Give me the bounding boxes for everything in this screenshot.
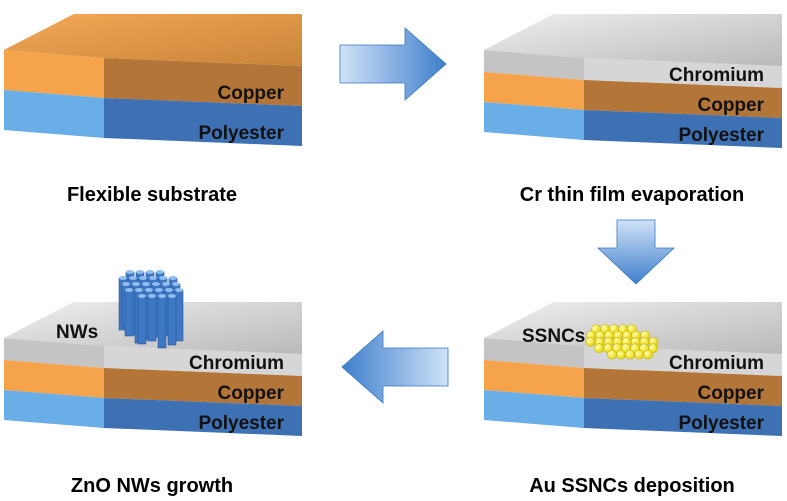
chromium-label: Chromium [189,353,284,374]
polyester-label: Polyester [198,413,284,434]
nanowire-tip [155,288,163,292]
polyester-side-face [4,390,104,428]
polyester-label: Polyester [678,125,764,146]
chromium-front-face [584,58,782,88]
copper-side-face [484,72,584,110]
chromium-label: Chromium [669,65,764,86]
step-caption-flexible-substrate: Flexible substrate [67,184,237,206]
gold-nanoparticle [607,349,617,360]
nanowire [124,289,134,337]
chromium-top-face [484,14,782,66]
polyester-side-face [484,390,584,428]
nanowire-tip [142,282,150,286]
gold-nanoparticle [594,343,604,354]
copper-front-face [584,368,782,406]
nanowire-tip [129,276,137,280]
step-caption-zno-nws-growth: ZnO NWs growth [71,475,233,497]
copper-label: Copper [698,95,765,116]
nanowire-tip [119,276,127,280]
nanowire-tip [135,288,143,292]
polyester-label: Polyester [678,413,764,434]
process-arrows [339,27,676,404]
nanowire [137,295,147,345]
arrow-left [341,330,449,404]
chromium-front-face [104,346,302,376]
gold-nanoparticle [634,349,644,360]
nanowire-tip [168,294,176,298]
nanowire-tip [138,294,146,298]
nanowire-tip [149,276,157,280]
ssncs-label: SSNCs [522,326,585,347]
nanowire-tip [156,270,164,274]
copper-top-face [4,14,302,66]
chromium-side-face [484,338,584,368]
polyester-front-face [104,98,302,146]
nanowire-tip [162,282,170,286]
step-caption-au-ssncs-deposition: Au SSNCs deposition [529,475,735,497]
chromium-side-face [484,50,584,80]
polyester-front-face [584,398,782,436]
chromium-label: Chromium [669,353,764,374]
gold-nanoparticle [625,349,635,360]
polyester-side-face [484,102,584,140]
nanowire-tip [139,276,147,280]
nanowire [167,295,177,346]
nanoparticle-cluster [585,324,659,360]
nanowire-tip [152,282,160,286]
nanowire-tip [125,288,133,292]
polyester-label: Polyester [198,123,284,144]
copper-front-face [104,58,302,106]
step-caption-cr-thin-film-evaporation: Cr thin film evaporation [520,184,744,206]
nanowire-tip [122,282,130,286]
nanowire [147,295,157,342]
copper-side-face [4,50,104,98]
copper-side-face [4,360,104,398]
nanowire-tip [175,288,183,292]
nanowire-tip [145,288,153,292]
copper-front-face [104,368,302,406]
arrow-right [339,27,447,101]
polyester-front-face [584,110,782,148]
nanowire-tip [148,294,156,298]
polyester-front-face [104,398,302,436]
gold-nanoparticle [648,343,658,354]
nws-label: NWs [56,322,98,343]
copper-front-face [584,80,782,118]
chromium-side-face [4,338,104,368]
gold-nanoparticle [643,349,653,360]
nanowire-tip [126,270,134,274]
copper-label: Copper [218,383,285,404]
nanowire-tip [165,288,173,292]
nanowire-tip [146,270,154,274]
polyester-side-face [4,90,104,138]
nanowire-tip [158,294,166,298]
gold-nanoparticle [616,349,626,360]
nanowire-tip [132,282,140,286]
arrow-down [596,219,676,285]
nanowire-tip [159,276,167,280]
copper-side-face [484,360,584,398]
nanowire-tip [172,282,180,286]
nanowire-tip [169,276,177,280]
nanowire-tip [136,270,144,274]
nanowire-bundle [118,270,184,349]
copper-label: Copper [698,383,765,404]
gold-nanoparticle [585,336,596,347]
nanowire [157,295,167,349]
copper-label: Copper [218,83,285,104]
